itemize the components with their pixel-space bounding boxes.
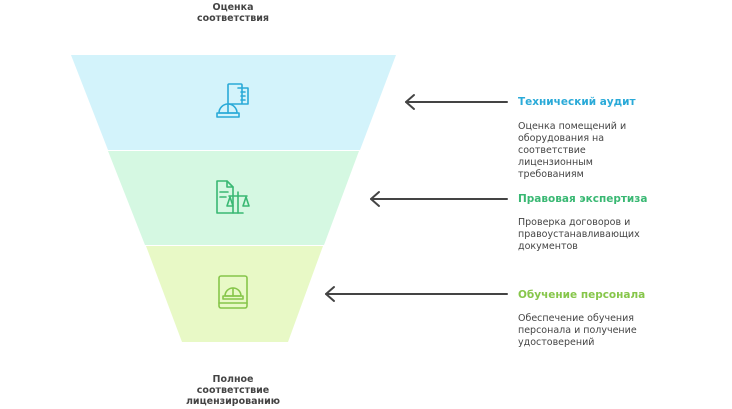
step-desc-technical-audit: Оценка помещений и оборудования на соотв… xyxy=(518,121,627,180)
step-desc-legal-review: Проверка договоров и правоустанавливающи… xyxy=(518,217,640,252)
funnel-layer-staff-training xyxy=(146,246,323,342)
step-desc-staff-training: Обеспечение обучения персонала и получен… xyxy=(518,313,637,348)
step-title-technical-audit: Технический аудит xyxy=(518,96,636,108)
step-title-staff-training: Обучение персонала xyxy=(518,289,646,301)
document-scales-icon xyxy=(216,180,250,214)
arrow-legal-review xyxy=(370,191,508,207)
funnel-bottom-label: Полное соответствие лицензированию xyxy=(185,374,281,407)
funnel-layer-technical-audit xyxy=(71,55,396,150)
arrow-staff-training xyxy=(325,286,508,302)
funnel-top-label: Оценка соответствия xyxy=(196,2,270,24)
step-title-legal-review: Правовая экспертиза xyxy=(518,193,648,205)
arrow-technical-audit xyxy=(405,94,508,110)
hard-hat-building-icon xyxy=(216,83,249,118)
safety-manual-icon xyxy=(218,275,248,309)
